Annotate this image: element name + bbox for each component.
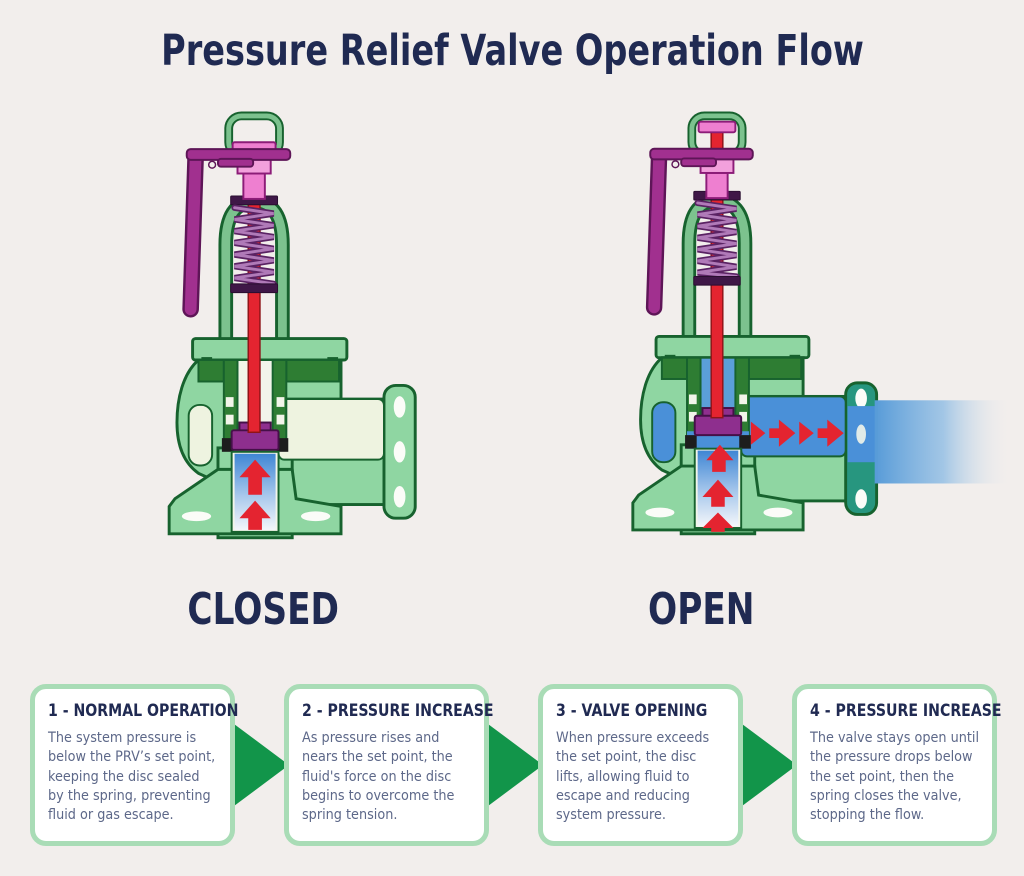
spring (230, 195, 279, 294)
closed-valve-figure (134, 111, 466, 581)
spring (693, 190, 741, 286)
outlet-cavity (187, 398, 385, 467)
step-card-1: 1 - NORMAL OPERATION The system pressure… (30, 684, 239, 846)
flange-bolt-hole (393, 485, 406, 508)
flange-bolt-hole (393, 441, 406, 463)
step-body: When pressure exceeds the set point, the… (556, 730, 710, 824)
lift-lever (645, 147, 754, 316)
step-heading: 3 - VALVE OPENING (556, 701, 708, 721)
step-card-2: 2 - PRESSURE INCREASE As pressure rises … (284, 684, 494, 846)
process-steps: 1 - NORMAL OPERATION The system pressure… (30, 684, 1002, 846)
flange-bolt-hole (855, 388, 867, 409)
open-valve-figure (598, 111, 1014, 576)
closed-state-label: CLOSED (187, 584, 339, 635)
open-state-label: OPEN (647, 584, 755, 635)
outlet-stream (874, 400, 1013, 484)
inlet-flow-arrows (702, 444, 734, 532)
page-title: Pressure Relief Valve Operation Flow (160, 26, 864, 76)
step-card-3: 3 - VALVE OPENING When pressure exceeds … (538, 684, 743, 846)
step-card-4: 4 - PRESSURE INCREASE The valve stays op… (792, 684, 1002, 846)
step-body: The valve stays open until the pressure … (810, 730, 980, 824)
step-body: The system pressure is below the PRV’s s… (48, 730, 216, 824)
step-heading: 2 - PRESSURE INCREASE (302, 701, 494, 721)
inlet-fluid (230, 450, 280, 533)
closed-valve-illustration (167, 111, 417, 540)
open-valve-illustration (631, 111, 1013, 536)
step-heading: 4 - PRESSURE INCREASE (810, 701, 1002, 721)
step-body: As pressure rises and nears the set poin… (302, 730, 455, 824)
flow-arrow-icon (488, 684, 543, 846)
valve-disc-lifted (693, 414, 743, 437)
outlet-cavity-fluid (651, 395, 1013, 484)
step-heading: 1 - NORMAL OPERATION (48, 701, 239, 721)
flow-arrow-icon (742, 684, 797, 846)
flow-arrow-icon (234, 684, 289, 846)
valve-disc (230, 429, 280, 451)
flange-bolt-hole (855, 489, 867, 509)
lift-lever (182, 148, 292, 318)
inlet-fluid (693, 444, 743, 532)
stem-top-cap (697, 120, 737, 134)
flange-bolt-hole (393, 396, 406, 418)
outlet-flow-arrows (750, 419, 844, 447)
